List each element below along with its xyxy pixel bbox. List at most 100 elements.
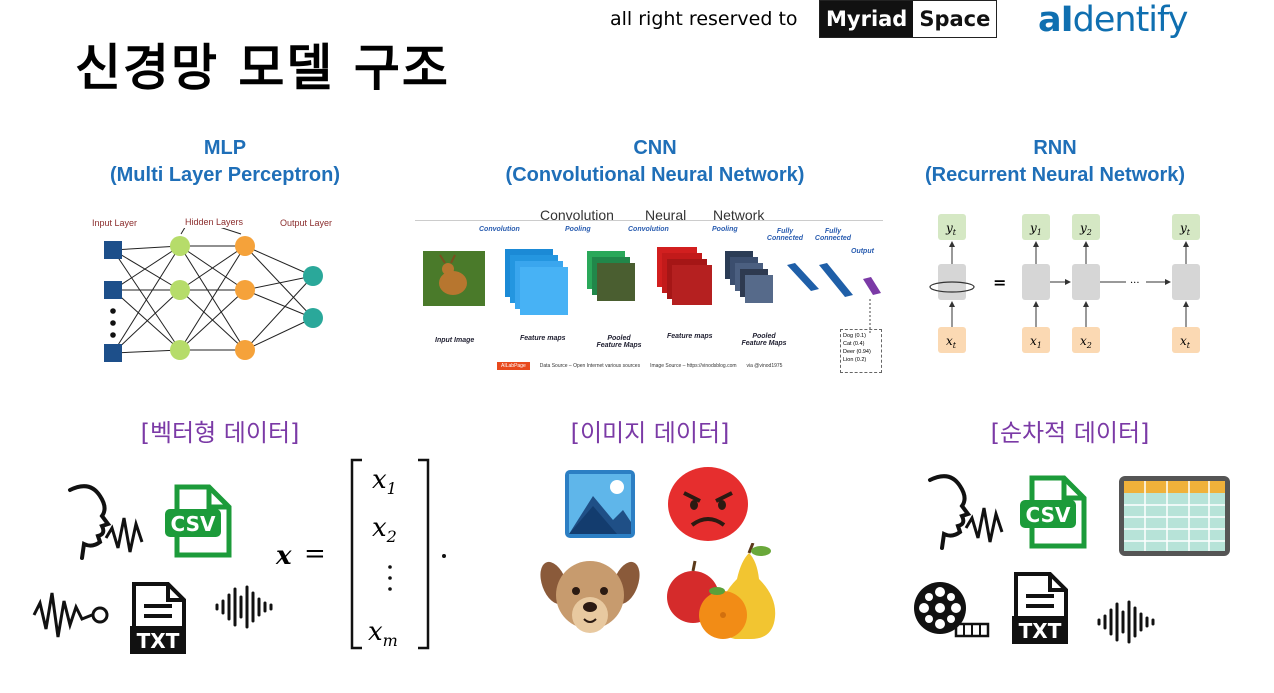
txt-file-icon: TXT	[1012, 572, 1068, 644]
cnn-bottom-label: Pooled Feature Maps	[596, 335, 642, 349]
output-layer	[863, 277, 881, 295]
mlp-connections	[112, 245, 314, 354]
cnn-bottom-label: Pooled Feature Maps	[741, 333, 787, 347]
output-node	[303, 266, 323, 286]
mlp-output-nodes	[303, 266, 323, 328]
page-title: 신경망 모델 구조	[75, 39, 450, 97]
svg-text:x: x	[275, 541, 292, 571]
svg-text:x2: x2	[1080, 334, 1092, 350]
csv-label: CSV	[171, 512, 216, 536]
angry-face-icon	[668, 467, 748, 541]
speech-icon	[68, 484, 144, 560]
rnn-title: RNN	[1033, 137, 1077, 159]
svg-text:=: =	[304, 539, 326, 569]
cnn-category: [이미지 데이터]	[570, 419, 730, 447]
film-reel-icon	[914, 582, 990, 638]
fruit-icon	[667, 543, 776, 639]
mlp-category: [벡터형 데이터]	[140, 419, 300, 447]
svg-text:x1: x1	[1030, 334, 1042, 350]
svg-text:x1: x1	[372, 465, 397, 498]
csv-file-icon: CSV	[165, 484, 232, 558]
rnn-input-node	[938, 327, 966, 353]
hidden-node	[235, 236, 255, 256]
spreadsheet-icon	[1119, 476, 1230, 556]
fully-connected-2	[819, 263, 853, 297]
ellipsis-dot	[110, 308, 116, 314]
hidden-node	[170, 280, 190, 300]
mlp-output-label: Output Layer	[280, 218, 333, 228]
picture-icon	[565, 470, 635, 538]
cnn-head-rule	[415, 220, 883, 221]
feature-map-stack-2	[657, 247, 712, 305]
svg-text:yt: yt	[945, 221, 957, 237]
txt-file-icon: TXT	[130, 582, 186, 654]
ellipsis-dot	[110, 320, 116, 326]
output-prob: Dog (0.1)	[843, 333, 866, 339]
output-prob: Lion (0.2)	[843, 357, 867, 363]
logo-dentify: dentify	[1072, 0, 1189, 40]
input-node	[104, 241, 122, 259]
svg-text:xt: xt	[1180, 334, 1191, 350]
cnn-stage-label: Convolution	[479, 226, 520, 233]
dog-icon	[540, 561, 640, 633]
output-prob: Cat (0.4)	[843, 341, 865, 347]
output-node	[303, 308, 323, 328]
cnn-bottom-label: Feature maps	[667, 333, 713, 340]
soundwave-icon	[215, 585, 273, 629]
cnn-pipeline-graphic	[423, 247, 881, 333]
rnn-output-node	[938, 214, 966, 240]
txt-label: TXT	[1019, 619, 1062, 643]
logo-part-2: Space	[913, 1, 997, 37]
rnn-category: [순차적 데이터]	[990, 419, 1150, 447]
feature-map-stack-1	[505, 249, 568, 315]
footer-text: Data Source – Open Internet various sour…	[539, 363, 641, 369]
rights-text: all right reserved to	[610, 8, 798, 30]
hidden-node	[235, 280, 255, 300]
speech-icon	[928, 474, 1004, 550]
output-prob: Deer (0.94)	[843, 349, 871, 355]
myriad-space-logo: Myriad Space	[819, 0, 998, 38]
pooled-map-stack-2	[725, 251, 773, 303]
waveform-mic-icon	[32, 592, 109, 638]
hidden-arrow-right	[220, 228, 242, 235]
svg-text:yt: yt	[1179, 221, 1191, 237]
csv-file-icon: CSV	[1020, 475, 1087, 549]
rnn-subtitle: (Recurrent Neural Network)	[924, 164, 1186, 186]
cnn-stage-label: Convolution	[628, 226, 669, 233]
ailabpage-badge: AILabPage	[497, 362, 530, 370]
mlp-title-block: MLP (Multi Layer Perceptron)	[60, 135, 390, 189]
cnn-subtitle: (Convolutional Neural Network)	[505, 164, 805, 186]
svg-text:xm: xm	[368, 617, 398, 650]
hidden-node	[235, 340, 255, 360]
cnn-stage-label: Fully Connected	[766, 228, 804, 242]
soundwave-icon	[1097, 600, 1155, 644]
mlp-input-label: Input Layer	[92, 218, 138, 228]
svg-text:···: ···	[1130, 278, 1140, 289]
rnn-unrolled-unit-t: yt xt	[1172, 214, 1200, 353]
cnn-title: CNN	[633, 137, 677, 159]
cnn-stage-label: Fully Connected	[814, 228, 852, 242]
aidentify-logo: aIdentify	[1038, 0, 1189, 40]
txt-label: TXT	[137, 629, 180, 653]
mlp-input-nodes	[104, 241, 122, 362]
input-node	[104, 281, 122, 299]
cnn-head-word-2: Neural	[645, 207, 687, 223]
mlp-hidden-label: Hidden Layers	[185, 217, 244, 227]
cnn-head-word-1: Convolution	[540, 207, 614, 223]
rnn-diagram: yt xt = y1 x1 y2 x2 ··· yt xt	[929, 214, 1200, 353]
mlp-title: MLP	[203, 137, 247, 159]
mlp-hidden-nodes	[170, 236, 255, 360]
cnn-bottom-label: Feature maps	[520, 335, 566, 342]
cnn-stage-label: Pooling	[712, 226, 738, 233]
cnn-output-probabilities: Dog (0.1) Cat (0.4) Deer (0.94) Lion (0.…	[840, 329, 882, 373]
footer-text: Image Source – https://vinodsblog.com	[650, 363, 737, 369]
vector-equation: x = x1 x2 xm	[275, 458, 446, 650]
cnn-head-word-3: Network	[713, 207, 765, 223]
cnn-stage-label: Output	[851, 248, 874, 255]
pooled-map-stack-1	[587, 251, 635, 301]
logo-part-1: Myriad	[820, 1, 914, 37]
csv-label: CSV	[1026, 503, 1071, 527]
svg-text:xt: xt	[946, 334, 957, 350]
input-node	[104, 344, 122, 362]
hidden-node	[170, 236, 190, 256]
